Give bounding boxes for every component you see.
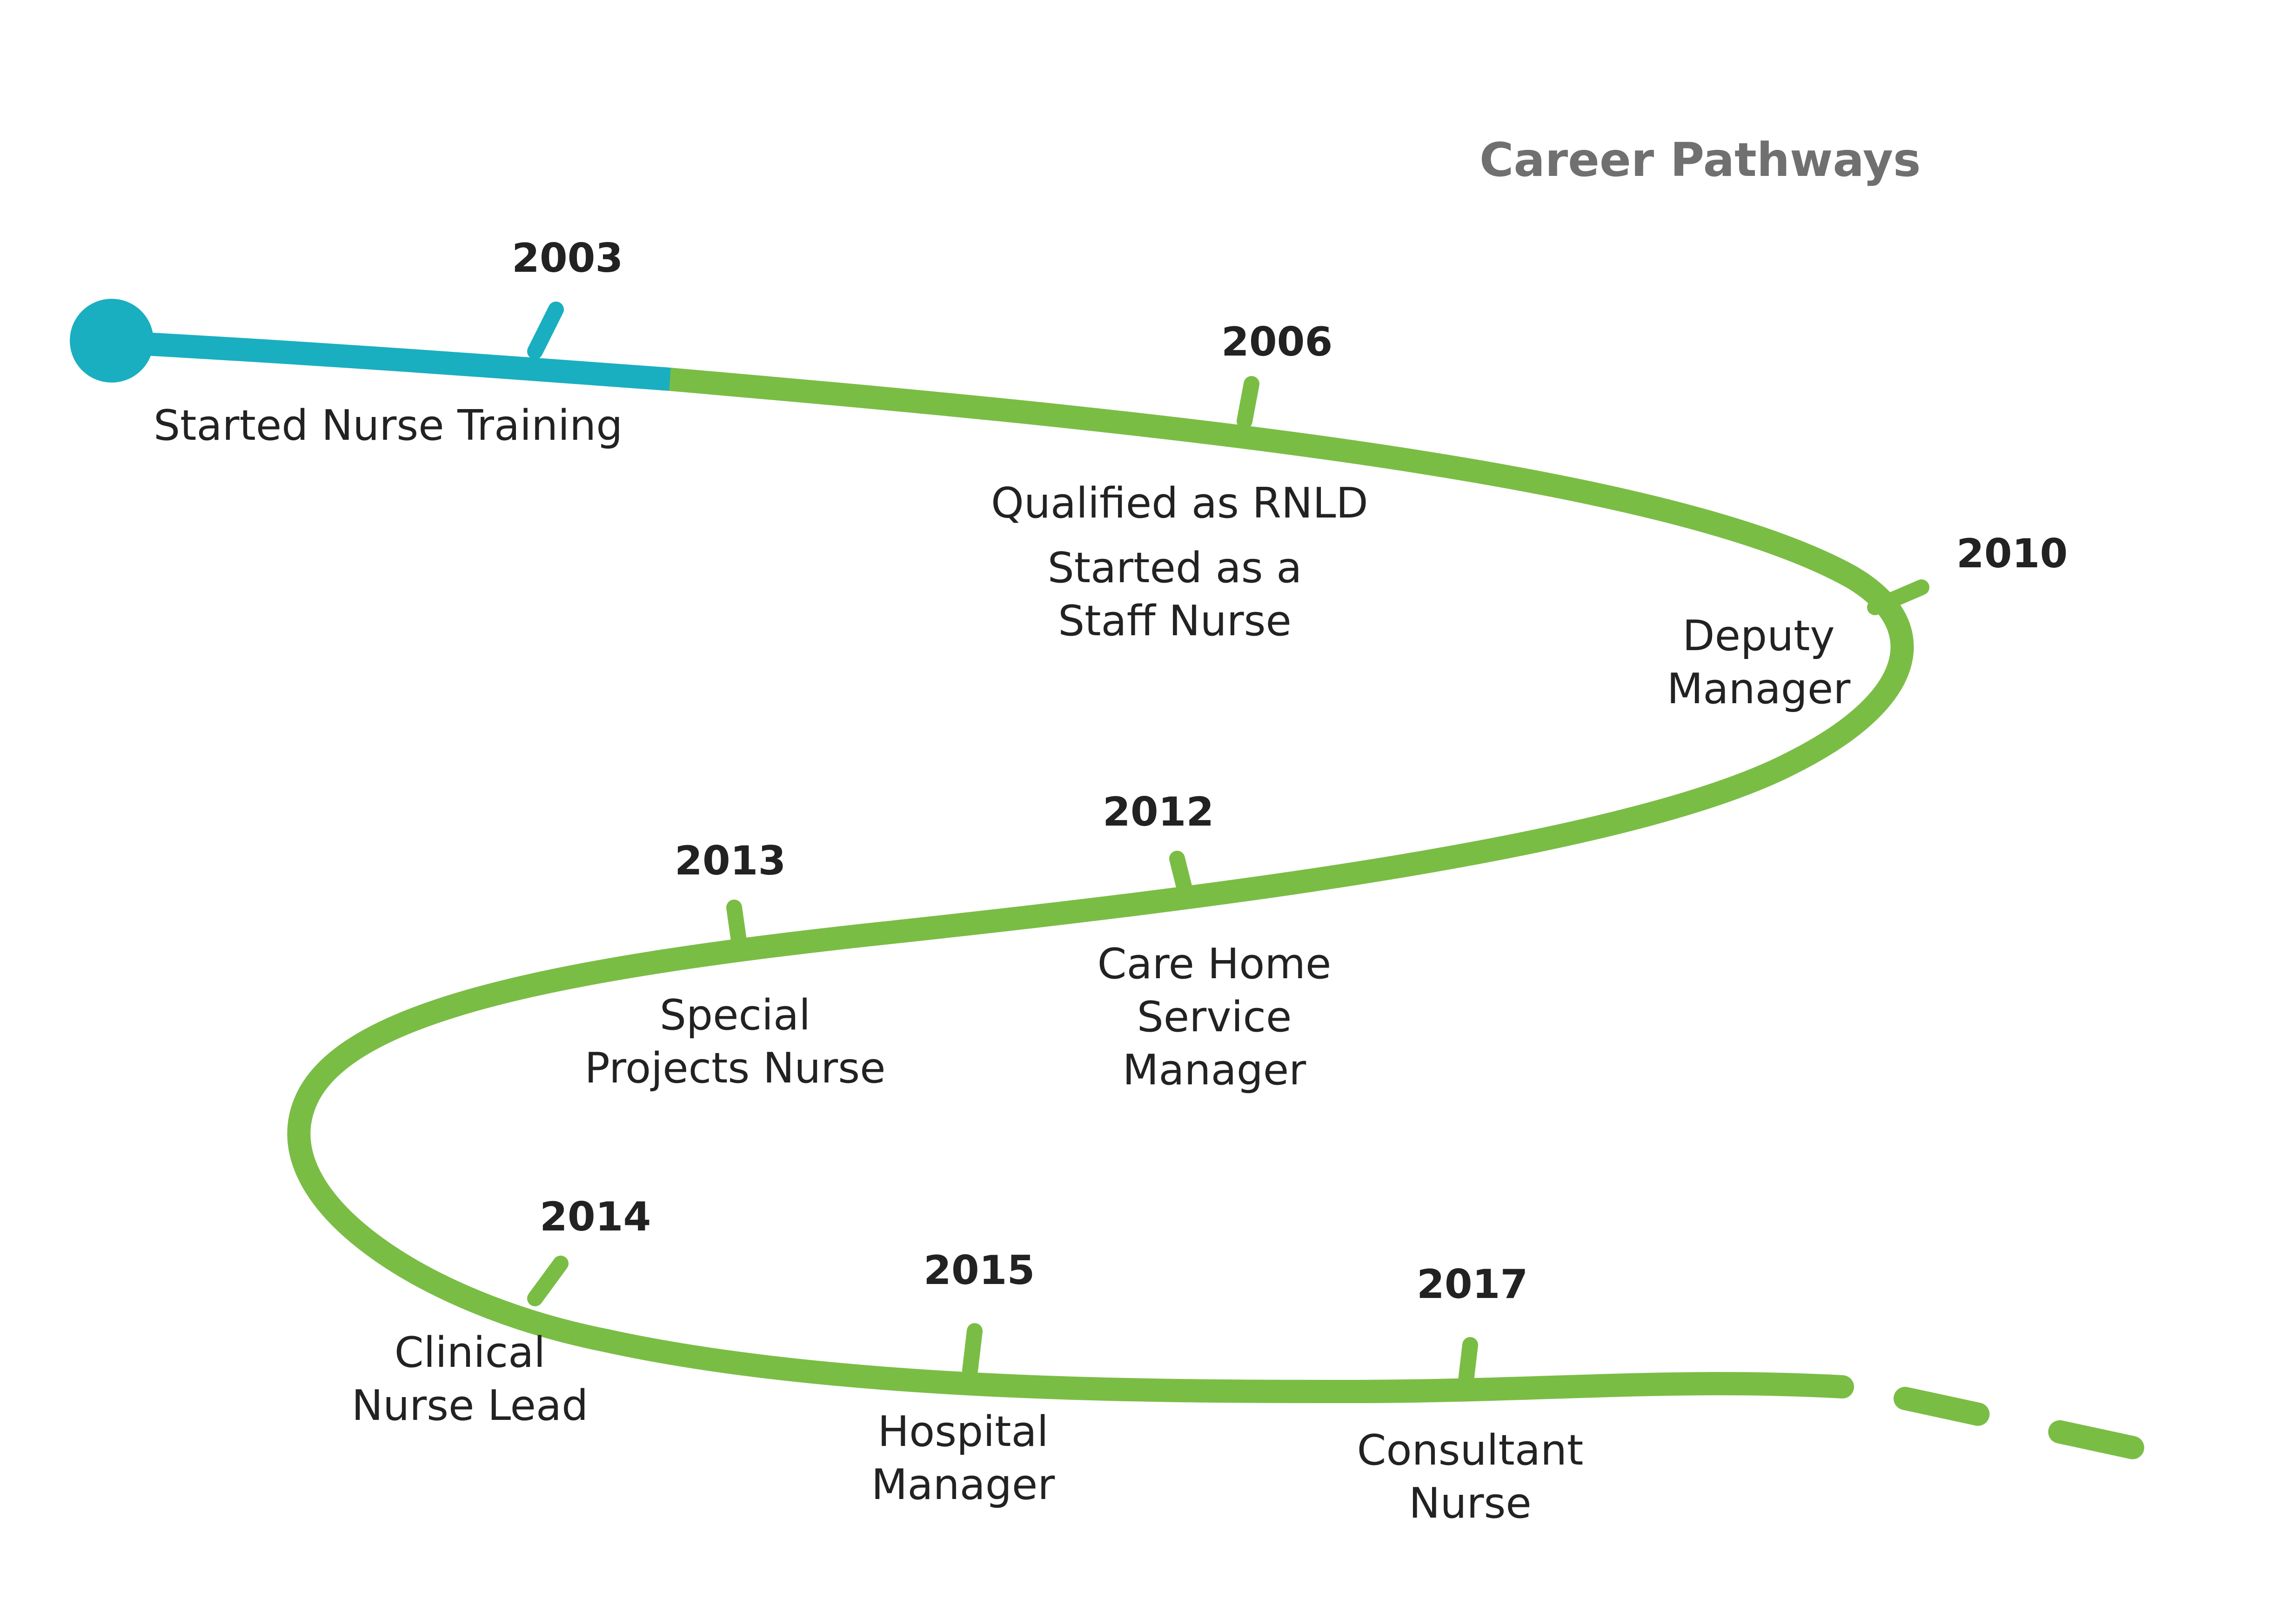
label-2017-line-2: Nurse [1409,1479,1532,1528]
label-2010-line-1: Deputy [1682,612,1835,660]
label-2017: Consultant Nurse [1331,1424,1610,1530]
label-2012-line-1: Care Home [1097,940,1332,988]
label-2010-line-2: Manager [1667,665,1851,713]
label-2014-line-2: Nurse Lead [351,1381,589,1430]
tick-2010 [1867,579,1929,615]
label-2012-line-2: Service [1137,993,1292,1042]
diagram-title: Career Pathways [1479,133,1921,187]
year-2012: 2012 [1103,789,1214,835]
label-2013: Special Projects Nurse [577,989,893,1095]
tick-2015 [962,1323,983,1378]
label-2010: Deputy Manager [1661,610,1856,716]
label-2015: Hospital Manager [847,1405,1079,1512]
year-2013: 2013 [675,838,786,884]
tick-2003 [527,302,564,359]
year-2014: 2014 [540,1194,651,1240]
label-2012: Care Home Service Manager [1084,938,1345,1097]
tick-2012 [1169,851,1194,904]
label-2014: Clinical Nurse Lead [344,1326,596,1432]
tick-2006 [1237,376,1259,429]
label-2015-line-2: Manager [871,1460,1055,1509]
label-2006-line-3: Staff Nurse [1058,597,1292,645]
year-2015: 2015 [924,1247,1035,1294]
label-2017-line-1: Consultant [1357,1426,1584,1475]
label-2012-line-3: Manager [1122,1046,1306,1095]
year-2006: 2006 [1221,319,1333,365]
timeline-start-dot [70,299,154,383]
timeline-future-dashes [1894,1387,2208,1473]
timeline-main-path [287,368,1914,1404]
label-2006-line-2: Started as a [1047,544,1302,592]
year-2003: 2003 [512,235,623,282]
label-2013-line-2: Projects Nurse [584,1044,886,1093]
label-2003-line-1: Started Nurse Training [154,401,623,450]
year-2017: 2017 [1417,1261,1528,1308]
timeline-start-segment [111,330,671,391]
label-2003: Started Nurse Training [154,399,623,452]
label-2006: Qualified as RNLD Started as a Staff Nur… [991,477,1368,648]
label-2013-line-1: Special [659,991,811,1040]
label-2006-line-1: Qualified as RNLD [991,479,1368,528]
label-2015-line-1: Hospital [877,1407,1049,1456]
year-2010: 2010 [1956,531,2068,577]
tick-2014 [527,1256,569,1306]
tick-2017 [1458,1337,1478,1392]
label-2014-line-1: Clinical [394,1328,546,1377]
tick-2013 [726,900,748,955]
